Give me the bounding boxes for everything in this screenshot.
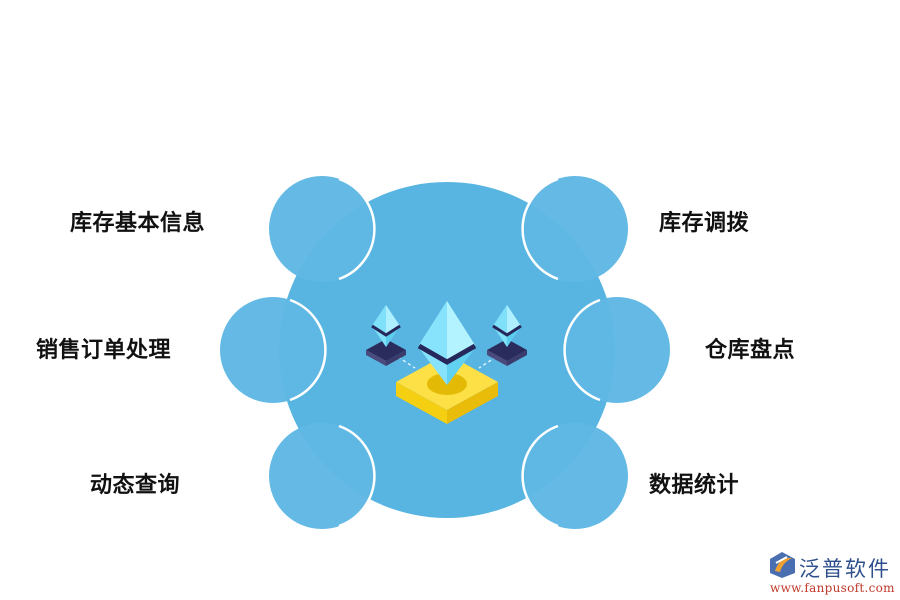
node-label-bottom-left: 动态查询 bbox=[90, 473, 181, 498]
ethereum-crystals-icon bbox=[366, 301, 527, 424]
node-circle-bottom-left[interactable] bbox=[269, 423, 376, 529]
node-label-middle-left: 销售订单处理 bbox=[36, 338, 172, 363]
node-circle-top-left[interactable] bbox=[269, 176, 376, 282]
node-circle-middle-right[interactable] bbox=[563, 297, 670, 403]
node-label-middle-right: 仓库盘点 bbox=[705, 338, 796, 363]
fanpu-watermark: 泛普软件 www.fanpusoft.com bbox=[768, 551, 895, 597]
watermark-brand: 泛普软件 bbox=[799, 557, 891, 581]
fanpu-logo-icon bbox=[770, 552, 795, 578]
watermark-url: www.fanpusoft.com bbox=[770, 581, 895, 595]
node-label-bottom-right: 数据统计 bbox=[649, 473, 740, 498]
node-label-top-right: 库存调拨 bbox=[659, 211, 750, 236]
node-label-top-left: 库存基本信息 bbox=[70, 211, 206, 236]
node-circle-top-right[interactable] bbox=[521, 176, 628, 282]
node-circle-middle-left[interactable] bbox=[220, 297, 327, 403]
node-circle-bottom-right[interactable] bbox=[521, 423, 628, 529]
